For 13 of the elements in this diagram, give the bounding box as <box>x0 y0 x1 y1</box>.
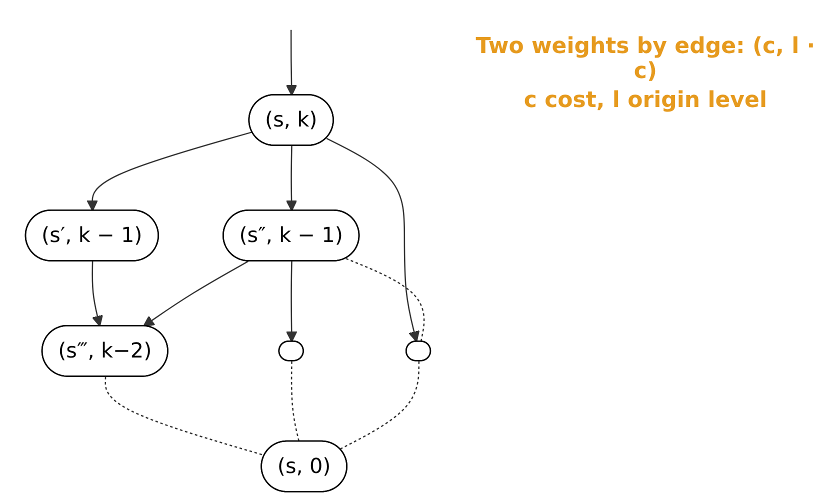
connector <box>290 361 300 442</box>
connector <box>346 258 425 342</box>
arrow <box>92 261 103 327</box>
arrow <box>86 131 252 212</box>
connector <box>340 361 420 450</box>
arrow <box>286 146 298 212</box>
arrow <box>286 30 298 96</box>
note-text: Two weights by edge: (c, l · c) <box>474 34 816 84</box>
arrow <box>286 261 298 342</box>
arrow <box>326 138 420 342</box>
note-text: c cost, l origin level <box>522 88 768 113</box>
connector <box>104 376 265 456</box>
arrow <box>142 260 248 327</box>
